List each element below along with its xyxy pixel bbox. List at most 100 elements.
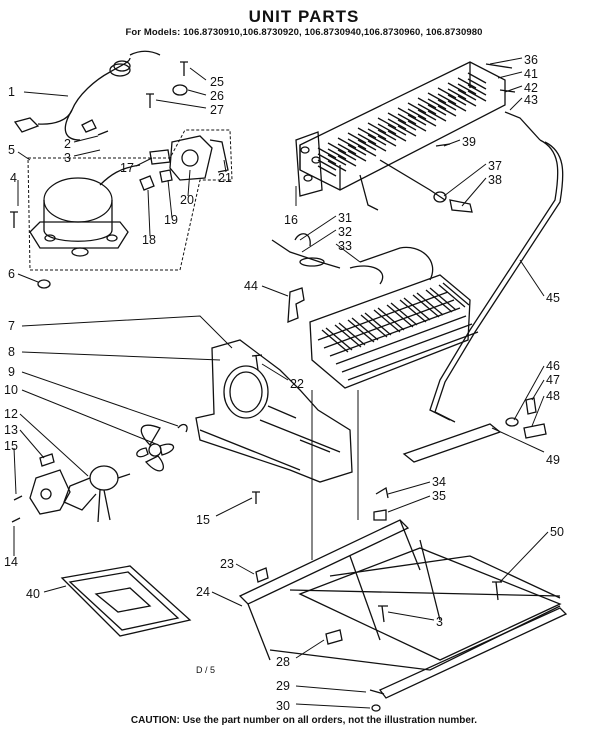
evaporator-tube (425, 287, 457, 313)
callout-40: 40 (26, 587, 40, 601)
coil-fin (327, 142, 347, 172)
heat-exchanger-line (429, 139, 559, 421)
callout-12: 12 (4, 407, 18, 421)
callout-43: 43 (524, 93, 538, 107)
callout-30: 30 (276, 699, 290, 713)
screw-27 (146, 93, 154, 108)
evaporator-tube (347, 317, 379, 343)
callout-6: 6 (8, 267, 15, 281)
motor-bracket (29, 469, 71, 515)
grommet-13 (39, 453, 55, 467)
callout-3: 3 (64, 151, 71, 165)
screw-15a (13, 495, 23, 501)
callout-28: 28 (276, 655, 290, 669)
callout-32: 32 (338, 225, 352, 239)
evaporator-fin (341, 323, 473, 373)
screw-50 (492, 581, 502, 601)
coil-fin (447, 82, 467, 112)
callout-46: 46 (546, 359, 560, 373)
screw-25 (180, 61, 188, 76)
relay-cover (209, 139, 229, 173)
callout-20: 20 (180, 193, 194, 207)
coil-fin (357, 127, 377, 157)
coil-fin (467, 72, 487, 102)
coil-fin (367, 122, 387, 152)
callout-19: 19 (164, 213, 178, 227)
callout-10: 10 (4, 383, 18, 397)
page-mark: D / 5 (196, 665, 216, 675)
callout-16: 16 (284, 213, 298, 227)
callout-31: 31 (338, 211, 352, 225)
part-48 (523, 423, 547, 439)
cord-screw (97, 130, 109, 136)
cord-clip (81, 119, 97, 133)
coil-fin (397, 107, 417, 137)
screw-14 (11, 517, 21, 523)
callout-3-lower: 3 (436, 615, 443, 629)
callout-24: 24 (196, 585, 210, 599)
callout-2: 2 (64, 137, 71, 151)
callout-37: 37 (488, 159, 502, 173)
coil-fin (457, 77, 477, 107)
evaporator-tube (334, 322, 366, 348)
drier (433, 191, 447, 203)
coil-fin (377, 117, 397, 147)
diagram-title: UNIT PARTS (248, 7, 360, 26)
relay-clip (139, 175, 155, 191)
callout-25: 25 (210, 75, 224, 89)
evaporator-fin (329, 307, 461, 357)
screw-3-lower (378, 605, 388, 623)
part-43 (504, 111, 541, 141)
callout-1: 1 (8, 85, 15, 99)
callout-48: 48 (546, 389, 560, 403)
callout-21: 21 (218, 171, 232, 185)
callout-29: 29 (276, 679, 290, 693)
coil-fin (347, 132, 367, 162)
callout-42: 42 (524, 81, 538, 95)
evaporator-tube (386, 302, 418, 328)
evaporator-fin (323, 299, 455, 349)
callout-45: 45 (546, 291, 560, 305)
callout-44: 44 (244, 279, 258, 293)
evaporator-fin (335, 315, 467, 365)
callout-4: 4 (10, 171, 17, 185)
coil-fin (437, 87, 457, 117)
part-47 (525, 397, 537, 415)
drain-pan (60, 565, 192, 637)
suction-accumulator (299, 257, 325, 267)
grommet (37, 279, 51, 289)
callout-47: 47 (546, 373, 560, 387)
part-26 (172, 84, 188, 96)
part-31 (294, 233, 311, 247)
caution-note: CAUTION: Use the part number on all orde… (130, 715, 478, 726)
callout-41: 41 (524, 67, 538, 81)
fan-motor (63, 465, 131, 523)
base-frame (238, 519, 568, 699)
drier-tube (359, 174, 379, 211)
drier-clamp (449, 199, 473, 213)
part-34 (375, 486, 389, 499)
callout-7: 7 (8, 319, 15, 333)
relay (169, 135, 213, 181)
callout-26: 26 (210, 89, 224, 103)
callout-35: 35 (432, 489, 446, 503)
evaporator-tube (412, 292, 444, 318)
callout-36: 36 (524, 53, 538, 67)
screw-15b (252, 491, 260, 504)
evaporator-tube (321, 327, 353, 353)
callout-38: 38 (488, 173, 502, 187)
power-cord (13, 57, 131, 141)
fan-shroud-bracket (195, 339, 353, 483)
model-numbers: For Models: 106.8730910,106.8730920, 106… (125, 27, 483, 38)
callout-8: 8 (8, 345, 15, 359)
compressor (29, 164, 141, 257)
coil-fin (317, 147, 337, 177)
callout-9: 9 (8, 365, 15, 379)
evaporator-fin (347, 331, 479, 381)
part-35 (373, 509, 387, 521)
part-28 (325, 629, 343, 645)
callout-18: 18 (142, 233, 156, 247)
callout-17: 17 (120, 161, 134, 175)
